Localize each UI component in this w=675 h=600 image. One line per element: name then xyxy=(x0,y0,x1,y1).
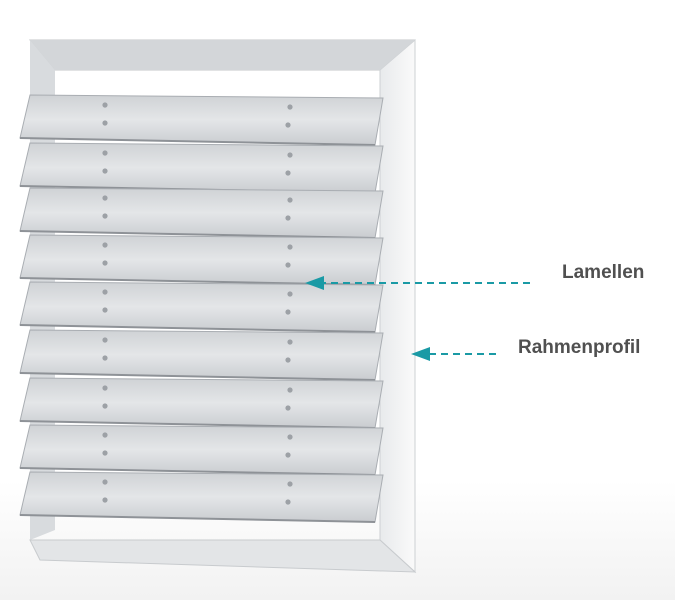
rivet xyxy=(102,195,108,201)
rivet xyxy=(285,122,291,128)
slat xyxy=(19,329,384,381)
rahmenprofil-arrow xyxy=(411,347,496,361)
lamellen-arrow xyxy=(305,276,530,290)
rivet xyxy=(102,307,108,313)
slat xyxy=(19,281,384,333)
rivet xyxy=(102,450,108,456)
rivet xyxy=(102,355,108,361)
rivet xyxy=(285,357,291,363)
slat xyxy=(19,94,384,146)
rivet xyxy=(102,102,108,108)
rivet xyxy=(287,244,293,250)
slat xyxy=(19,377,384,429)
rivet xyxy=(102,497,108,503)
rivet xyxy=(285,262,291,268)
rivet xyxy=(285,309,291,315)
rivet xyxy=(102,168,108,174)
slat xyxy=(19,187,384,239)
rivet xyxy=(287,291,293,297)
rivet xyxy=(102,403,108,409)
rivet xyxy=(102,337,108,343)
rivet xyxy=(102,260,108,266)
rivet xyxy=(287,339,293,345)
rivet xyxy=(287,104,293,110)
rivet xyxy=(102,242,108,248)
rivet xyxy=(102,213,108,219)
rivet xyxy=(102,150,108,156)
rahmenprofil-label: Rahmenprofil xyxy=(518,337,641,358)
rivet xyxy=(102,289,108,295)
rivet xyxy=(102,385,108,391)
rivet xyxy=(287,152,293,158)
rivet xyxy=(287,197,293,203)
rivet xyxy=(102,120,108,126)
rivet xyxy=(102,479,108,485)
rivet xyxy=(285,452,291,458)
rivet xyxy=(102,432,108,438)
rivet xyxy=(287,481,293,487)
rivet xyxy=(285,405,291,411)
slat xyxy=(19,471,384,523)
rivet xyxy=(285,499,291,505)
lamellen-label: Lamellen xyxy=(562,262,645,283)
rivet xyxy=(285,170,291,176)
slats xyxy=(19,94,384,523)
rivet xyxy=(287,387,293,393)
rivet xyxy=(285,215,291,221)
rivet xyxy=(287,434,293,440)
